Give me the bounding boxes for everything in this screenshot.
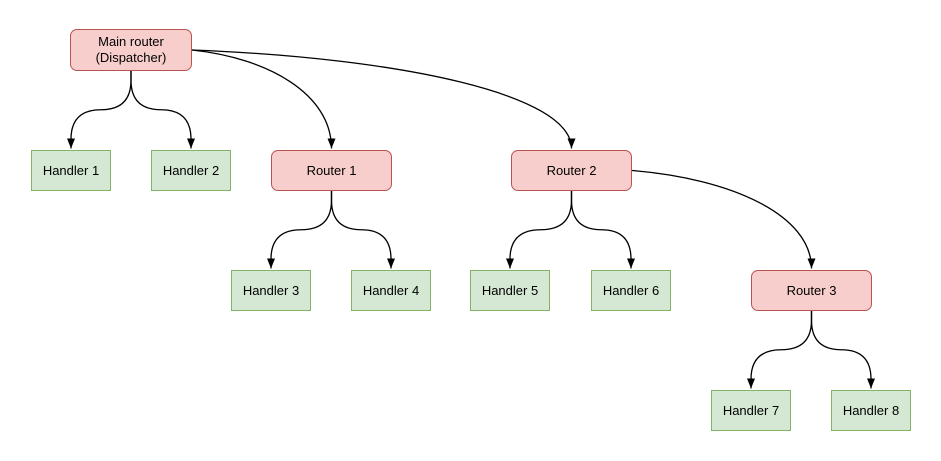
edge-main-to-router2 <box>191 49 576 149</box>
node-handler2[interactable]: Handler 2 <box>151 150 231 191</box>
edge-router1-to-handler3 <box>267 191 333 269</box>
node-handler3[interactable]: Handler 3 <box>231 270 311 311</box>
node-label: Handler 4 <box>362 282 420 298</box>
node-label: Router 1 <box>306 162 357 178</box>
node-label: Handler 7 <box>722 402 780 418</box>
edge-router2-to-router3 <box>631 169 816 269</box>
node-label: Handler 6 <box>602 282 660 298</box>
node-label: Main router (Dispatcher) <box>95 34 167 65</box>
node-label: Handler 1 <box>42 162 100 178</box>
edge-router3-to-handler7 <box>747 311 813 389</box>
node-handler6[interactable]: Handler 6 <box>591 270 671 311</box>
node-label: Router 2 <box>546 162 597 178</box>
edge-router2-to-handler5 <box>506 191 573 269</box>
node-router2[interactable]: Router 2 <box>511 150 632 191</box>
node-handler4[interactable]: Handler 4 <box>351 270 431 311</box>
node-handler8[interactable]: Handler 8 <box>831 390 911 431</box>
node-router1[interactable]: Router 1 <box>271 150 392 191</box>
node-router3[interactable]: Router 3 <box>751 270 872 311</box>
edge-main-to-router1 <box>191 49 336 149</box>
node-label: Handler 8 <box>842 402 900 418</box>
node-handler5[interactable]: Handler 5 <box>470 270 550 311</box>
edge-router2-to-handler6 <box>570 191 635 269</box>
node-label: Handler 5 <box>481 282 539 298</box>
node-label: Handler 2 <box>162 162 220 178</box>
node-label: Handler 3 <box>242 282 300 298</box>
edge-router3-to-handler8 <box>810 311 875 389</box>
edge-main-to-handler1 <box>67 71 132 149</box>
edge-main-to-handler2 <box>130 71 195 149</box>
node-label: Router 3 <box>786 282 837 298</box>
node-main[interactable]: Main router (Dispatcher) <box>70 29 192 71</box>
edge-router1-to-handler4 <box>330 191 395 269</box>
node-handler1[interactable]: Handler 1 <box>31 150 111 191</box>
node-handler7[interactable]: Handler 7 <box>711 390 791 431</box>
